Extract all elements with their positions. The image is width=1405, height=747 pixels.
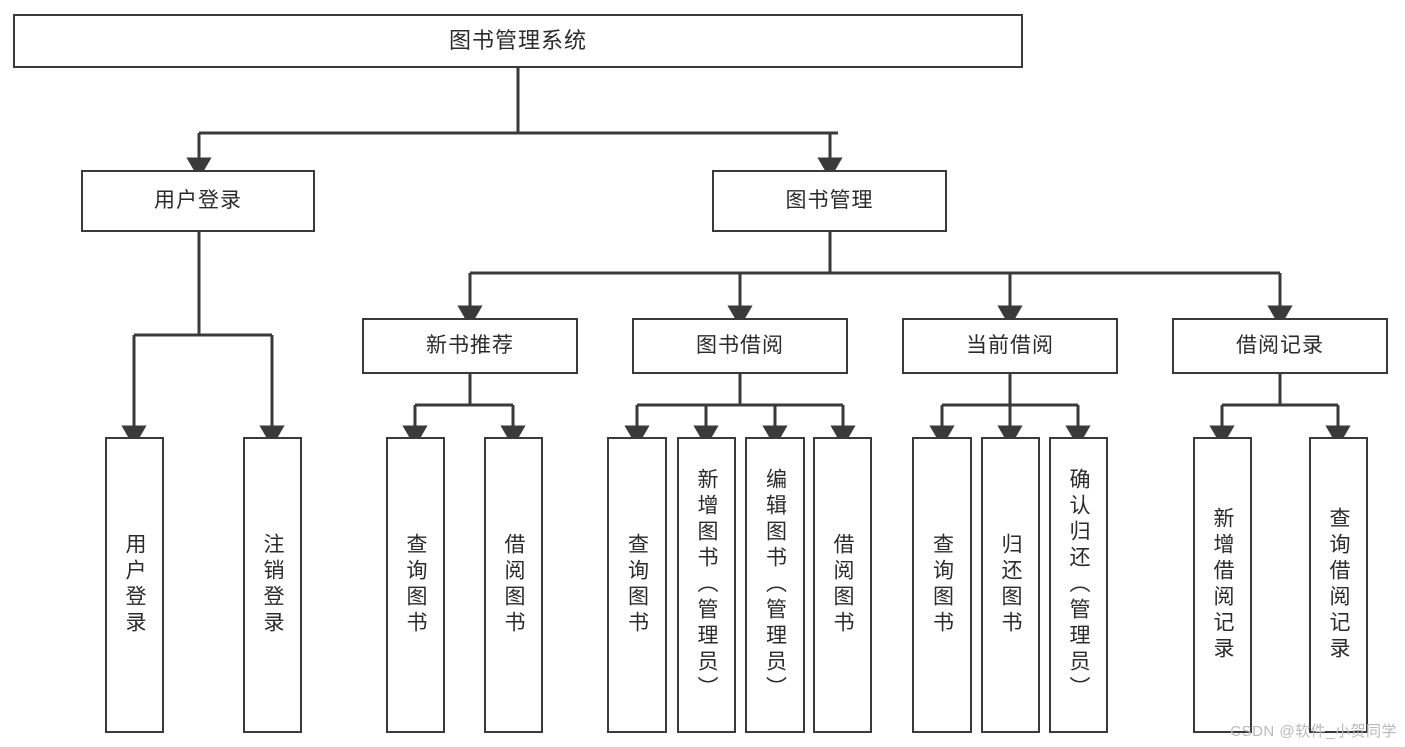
node-label: 查询图书 xyxy=(404,533,427,637)
node-label: 确认归还（管理员） xyxy=(1067,468,1090,702)
node-label: 归还图书 xyxy=(999,533,1022,637)
node-label: 当前借阅 xyxy=(966,333,1054,357)
node-label: 用户登录 xyxy=(154,188,242,212)
node-label: 编辑图书（管理员） xyxy=(763,468,787,702)
leaf-query-book-borrow[interactable]: 查询图书 xyxy=(607,437,667,733)
leaf-borrow-book[interactable]: 借阅图书 xyxy=(813,437,872,733)
node-label: 图书借阅 xyxy=(696,333,784,357)
node-borrowing-record[interactable]: 借阅记录 xyxy=(1172,318,1388,374)
node-new-book-recommendation[interactable]: 新书推荐 xyxy=(362,318,578,374)
node-label: 查询借阅记录 xyxy=(1327,507,1350,663)
node-label: 查询图书 xyxy=(930,533,954,637)
node-label: 用户登录 xyxy=(123,533,146,637)
node-label: 图书管理 xyxy=(785,188,874,212)
leaf-query-borrowing-record[interactable]: 查询借阅记录 xyxy=(1309,437,1368,733)
node-label: 图书管理系统 xyxy=(448,28,587,54)
node-label: 新增借阅记录 xyxy=(1211,507,1234,663)
leaf-logout[interactable]: 注销登录 xyxy=(243,437,302,733)
leaf-edit-book-admin[interactable]: 编辑图书（管理员） xyxy=(745,437,805,733)
node-label: 新增图书（管理员） xyxy=(695,468,718,702)
node-root-book-management-system[interactable]: 图书管理系统 xyxy=(13,14,1023,68)
node-label: 借阅图书 xyxy=(502,533,525,637)
leaf-query-book-newbook[interactable]: 查询图书 xyxy=(386,437,445,733)
leaf-borrow-book-newbook[interactable]: 借阅图书 xyxy=(484,437,543,733)
leaf-add-borrowing-record[interactable]: 新增借阅记录 xyxy=(1193,437,1252,733)
node-label: 新书推荐 xyxy=(426,333,514,357)
node-label: 查询图书 xyxy=(625,533,649,637)
node-label: 注销登录 xyxy=(261,533,284,637)
leaf-return-book[interactable]: 归还图书 xyxy=(981,437,1040,733)
leaf-confirm-return-admin[interactable]: 确认归还（管理员） xyxy=(1049,437,1108,733)
node-current-borrowing[interactable]: 当前借阅 xyxy=(902,318,1118,374)
leaf-user-login[interactable]: 用户登录 xyxy=(105,437,164,733)
leaf-query-book-current[interactable]: 查询图书 xyxy=(912,437,972,733)
leaf-add-book-admin[interactable]: 新增图书（管理员） xyxy=(677,437,736,733)
node-book-borrowing[interactable]: 图书借阅 xyxy=(632,318,848,374)
node-user-login[interactable]: 用户登录 xyxy=(81,170,315,232)
node-label: 借阅记录 xyxy=(1236,333,1324,357)
node-label: 借阅图书 xyxy=(831,533,854,637)
node-book-management[interactable]: 图书管理 xyxy=(712,170,947,232)
